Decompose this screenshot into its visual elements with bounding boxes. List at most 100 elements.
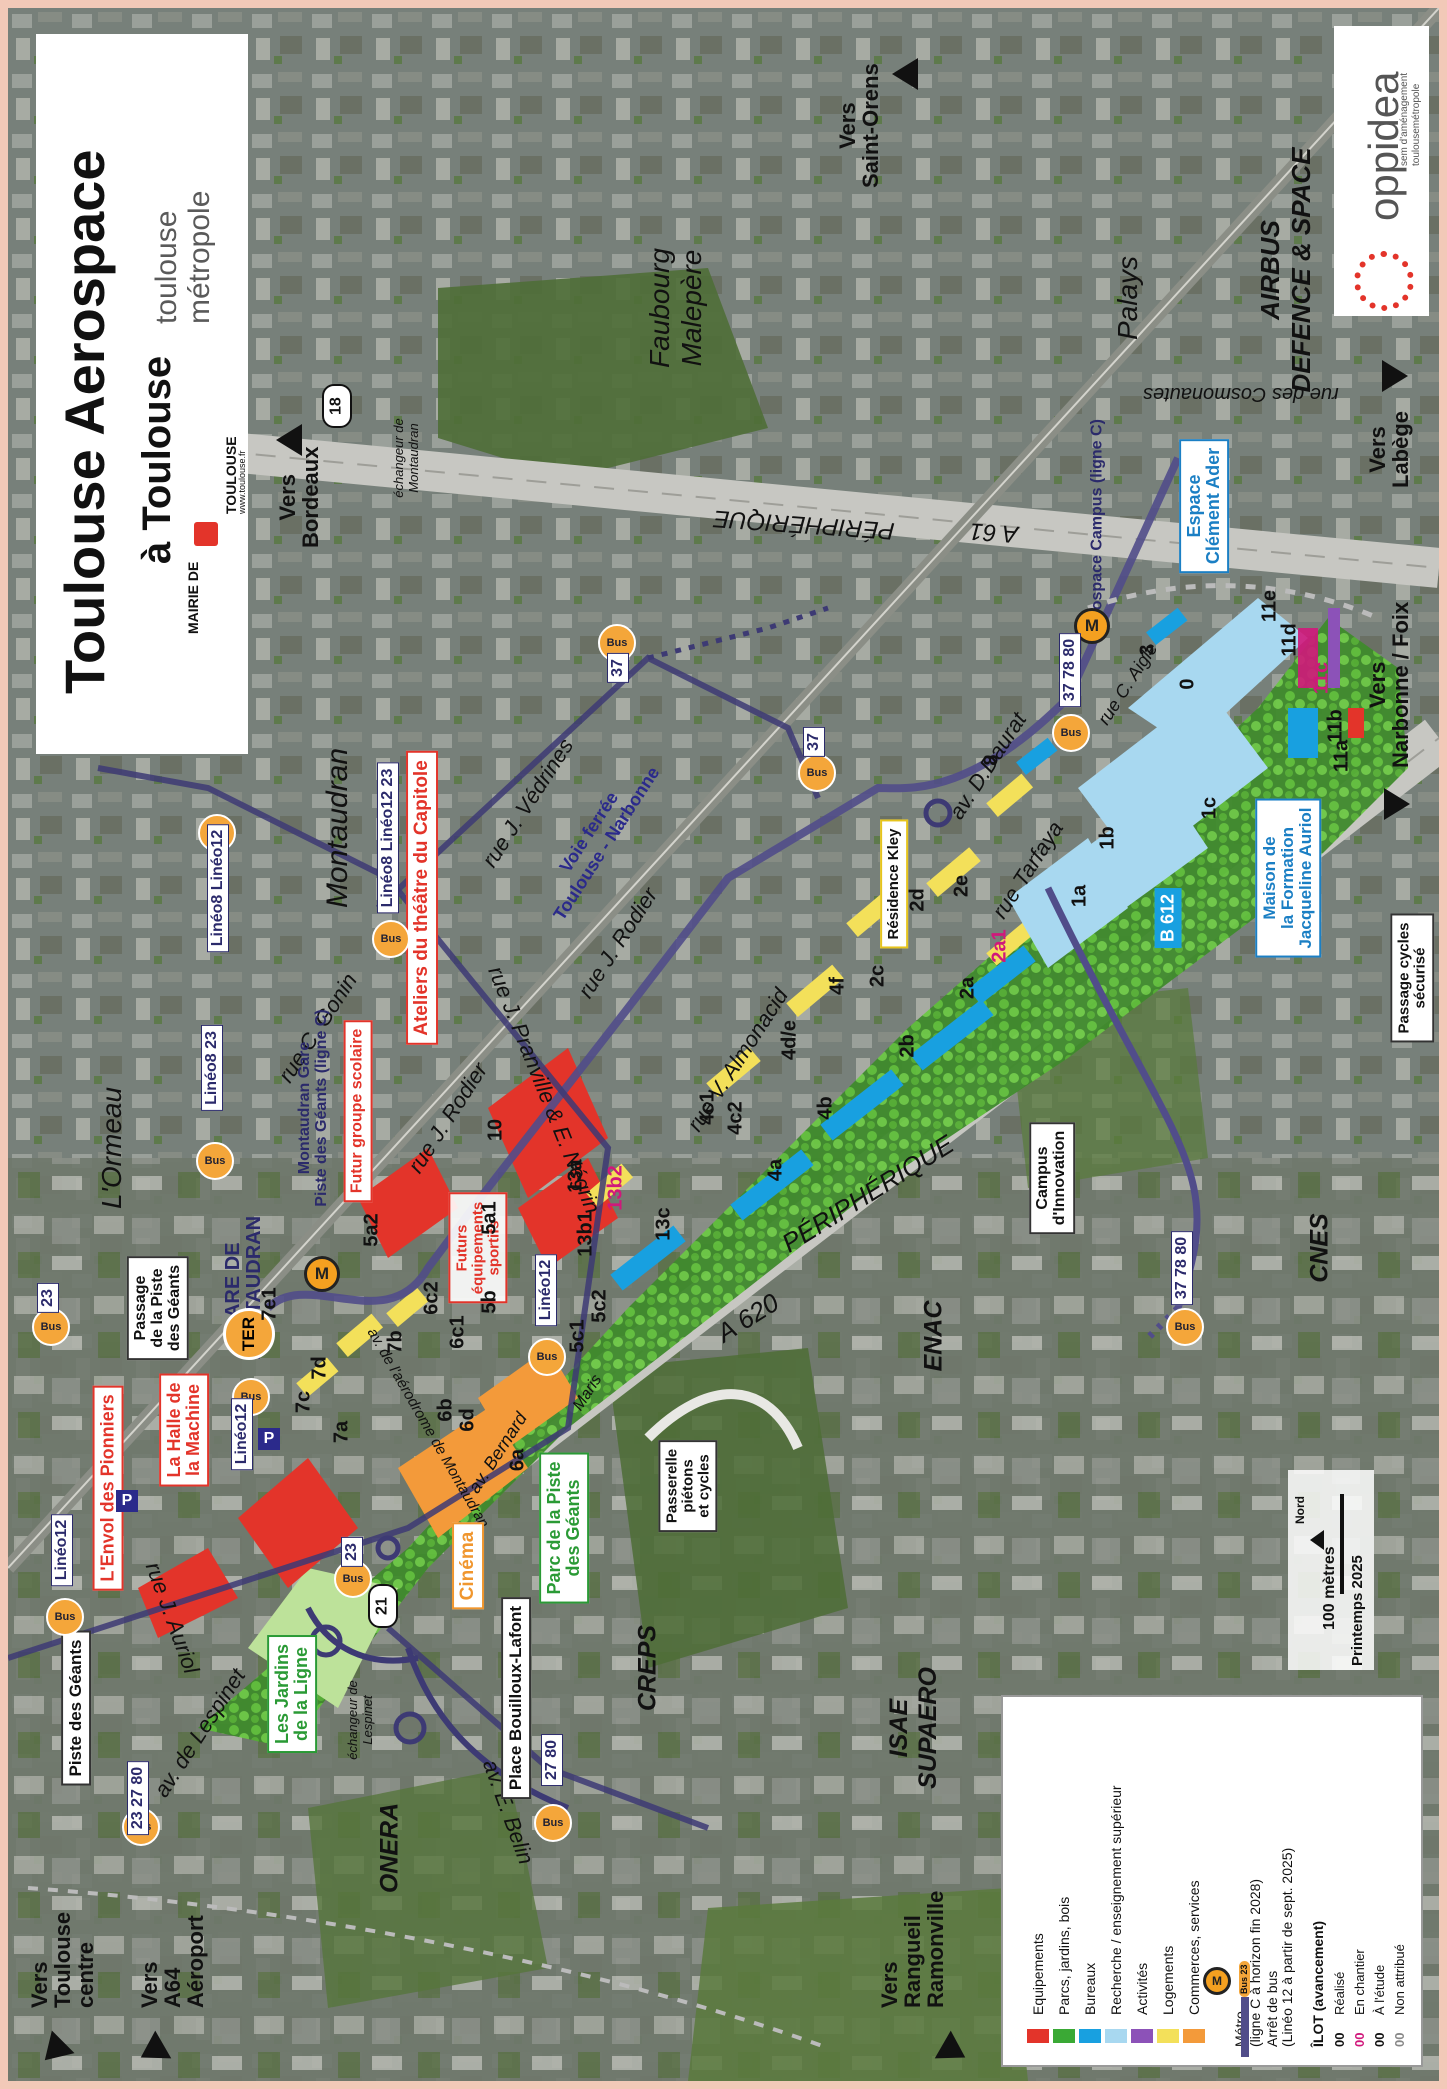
north-arrow-icon: [1310, 1530, 1324, 1550]
lot-label: 4f: [826, 977, 849, 995]
place-airbus: AIRBUS DEFENCE & SPACE: [1255, 147, 1316, 393]
metropole-logo-line2: métropole: [183, 190, 216, 324]
oppidea-tagline2: toulousemétropole: [1411, 83, 1422, 166]
bus-stop-label: Bus: [606, 637, 628, 649]
station-gare-metro: Montaudran Gare Piste des Géants (ligne …: [296, 1009, 330, 1207]
legend-bus-label: Arrêt de bus (Linéo 12 à partir de sept.…: [1264, 1847, 1295, 2047]
bus-line-lineo8-12-23: Linéo8 Linéo12 23: [377, 762, 399, 914]
direction-ramonville: Vers Rangueil Ramonville: [877, 1890, 949, 2008]
lot-label: 1b: [1096, 826, 1119, 850]
box-b612: B 612: [1154, 887, 1182, 949]
lot-label: 11d: [1278, 623, 1301, 657]
bus-stop-lineo12-parc[interactable]: Bus: [528, 1338, 566, 1376]
bus-stop-label: Bus: [806, 767, 828, 779]
lot-label: 11b: [1324, 709, 1347, 743]
legend-lot-label: À l'étude: [1372, 1964, 1387, 2015]
place-isae: ISAE SUPAERO: [885, 1667, 942, 1789]
lot-label: 5c2: [588, 1289, 611, 1323]
legend-swatch: [1053, 2029, 1075, 2043]
bus-line-lineo8-23: Linéo8 23: [201, 1025, 223, 1111]
lot-label: 13b2: [604, 1165, 627, 1211]
bus-stop-2780[interactable]: Bus: [534, 1804, 572, 1842]
bus-line-37-daurat: 37: [803, 727, 825, 757]
lot-label: 5b: [478, 1290, 501, 1314]
lot-label: 2e: [950, 874, 973, 898]
toulouse-url: www.toulouse.fr: [237, 450, 247, 514]
lot-label: 7a: [330, 1420, 353, 1444]
bus-stop-378780-aerospace[interactable]: Bus: [1052, 714, 1090, 752]
scale-distance: 100 mètres: [1321, 1546, 1338, 1630]
metropole-logo-line1: toulouse: [150, 210, 183, 324]
place-palays: Palays: [1112, 255, 1143, 341]
legend-metro-icon: M: [1203, 1967, 1231, 1995]
legend-lot-label: Réalisé: [1332, 1971, 1347, 2015]
metro-aerospace-icon: M: [1074, 608, 1110, 644]
lot-label: 1c: [1198, 796, 1221, 820]
legend-lot-code: 00: [1352, 2032, 1367, 2047]
parking-icon-2: P: [258, 1428, 280, 1450]
lot-label: 13b1: [574, 1211, 597, 1257]
box-piste-geants: Piste des Géants: [61, 1630, 91, 1786]
title-sub: à Toulouse: [135, 355, 179, 564]
lot-label: 0: [1176, 678, 1199, 690]
legend-swatch: [1183, 2029, 1205, 2043]
legend-lot-title: ÎLOT (avancement): [1310, 1920, 1326, 2047]
lot-label: 13a: [564, 1159, 587, 1193]
bus-stop-23-north[interactable]: Bus: [32, 1308, 70, 1346]
bus-stop-lineo12-west[interactable]: Bus: [46, 1598, 84, 1636]
box-passage-cycles: Passage cycles sécurisé: [1390, 913, 1434, 1043]
ter-station: TER: [223, 1308, 275, 1360]
lot-label: 6c1: [446, 1315, 469, 1349]
direction-labege: Vers Labège: [1365, 410, 1414, 488]
box-maison-formation: Maison de la Formation Jacqueline Auriol: [1255, 798, 1321, 958]
toulouse-cross-icon: [194, 522, 218, 546]
title-main: Toulouse Aerospace: [53, 149, 116, 694]
parking-icon: P: [116, 1490, 138, 1512]
legend-lot-code: 00: [1392, 2032, 1407, 2047]
oppidea-logo: oppidea sem d'aménagement toulousemétrop…: [1334, 26, 1429, 316]
place-onera: ONERA: [375, 1802, 404, 1894]
lot-label: 7c: [292, 1390, 315, 1414]
direction-toulouse: Vers Toulouse centre: [27, 1911, 99, 2008]
legend-item-label: Logements: [1160, 1945, 1176, 2015]
bus-stop-label: Bus: [1060, 727, 1082, 739]
legend-item-label: Equipements: [1030, 1933, 1046, 2015]
lot-label: 4a: [764, 1158, 787, 1182]
exit-18-badge: 18: [322, 384, 352, 428]
lot-label: 6a: [506, 1448, 529, 1472]
box-passage-piste: Passage de la Piste des Géants: [126, 1255, 190, 1361]
scale-date: Printemps 2025: [1349, 1555, 1366, 1666]
bus-stop-label: Bus: [1174, 1321, 1196, 1333]
metro-aerospace-letter: M: [1084, 616, 1100, 635]
bus-stop-label: Bus: [380, 933, 402, 945]
lot-label: 5a2: [360, 1213, 383, 1247]
box-ateliers-capitole: Ateliers du théâtre du Capitole: [406, 751, 438, 1045]
bus-stop-lineo8-12-23[interactable]: Bus: [372, 920, 410, 958]
lot-label: 7e1: [258, 1287, 281, 1321]
box-jardins-ligne: Les Jardins de la Ligne: [267, 1634, 317, 1754]
bus-line-378780-cnes: 37 78 80: [1171, 1230, 1193, 1306]
box-residence-kley: Résidence Kley: [880, 819, 908, 949]
map-background: [8, 8, 1439, 2081]
bus-stop-lineo8-23[interactable]: Bus: [196, 1142, 234, 1180]
oppidea-tagline1: sem d'aménagement: [1399, 72, 1410, 166]
legend-item-label: Bureaux: [1082, 1962, 1098, 2015]
title-panel: Toulouse Aerospace à Toulouse toulouse m…: [36, 34, 248, 754]
lot-label: 4b: [814, 1096, 837, 1120]
arrow-narbonne-icon: [1384, 788, 1410, 820]
scale-panel: Nord 100 mètres Printemps 2025: [1288, 1470, 1374, 1670]
metro-gare-letter: M: [314, 1264, 330, 1283]
scale-north: Nord: [1293, 1496, 1307, 1524]
legend-swatch: [1157, 2029, 1179, 2043]
legend-item-label: Activités: [1134, 1962, 1150, 2015]
bus-line-232780: 23 27 80: [127, 1760, 149, 1836]
lot-label: 7d: [308, 1356, 331, 1380]
place-enac: ENAC: [919, 1300, 948, 1372]
lot-label: 11e: [1258, 589, 1281, 623]
arrow-labege-icon: [1382, 360, 1408, 392]
oppidea-flower-icon: [1354, 251, 1414, 311]
bus-stop-37-daurat[interactable]: Bus: [798, 754, 836, 792]
legend-metro-letter: M: [1212, 1974, 1222, 1988]
bus-stop-378780-cnes[interactable]: Bus: [1166, 1308, 1204, 1346]
lot-label: 6c2: [420, 1281, 443, 1315]
